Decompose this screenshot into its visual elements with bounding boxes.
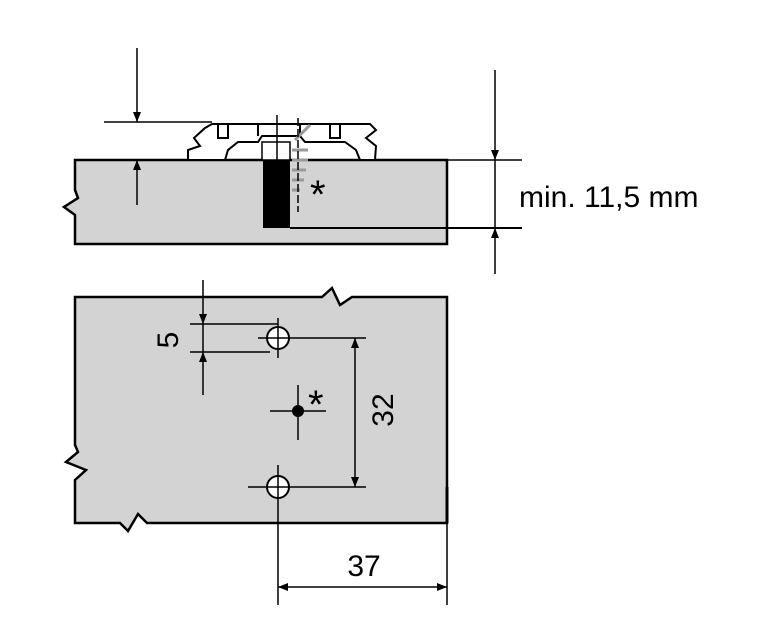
center-point	[292, 405, 304, 417]
screw-head	[261, 141, 291, 161]
screw-note: *	[310, 173, 326, 217]
hole-spacing-label: 32	[367, 393, 400, 426]
depth-label: min. 11,5 mm	[519, 181, 699, 214]
side-section-view: * min. 11,5 mm	[61, 48, 699, 274]
center-note: *	[308, 383, 324, 427]
wood-screw-alt	[292, 123, 312, 192]
top-plan-view: * 5 32 37	[63, 280, 449, 605]
offset-label: 5	[152, 332, 185, 349]
board-section	[61, 158, 449, 246]
edge-distance-label: 37	[347, 550, 380, 583]
euro-screw	[263, 160, 290, 228]
